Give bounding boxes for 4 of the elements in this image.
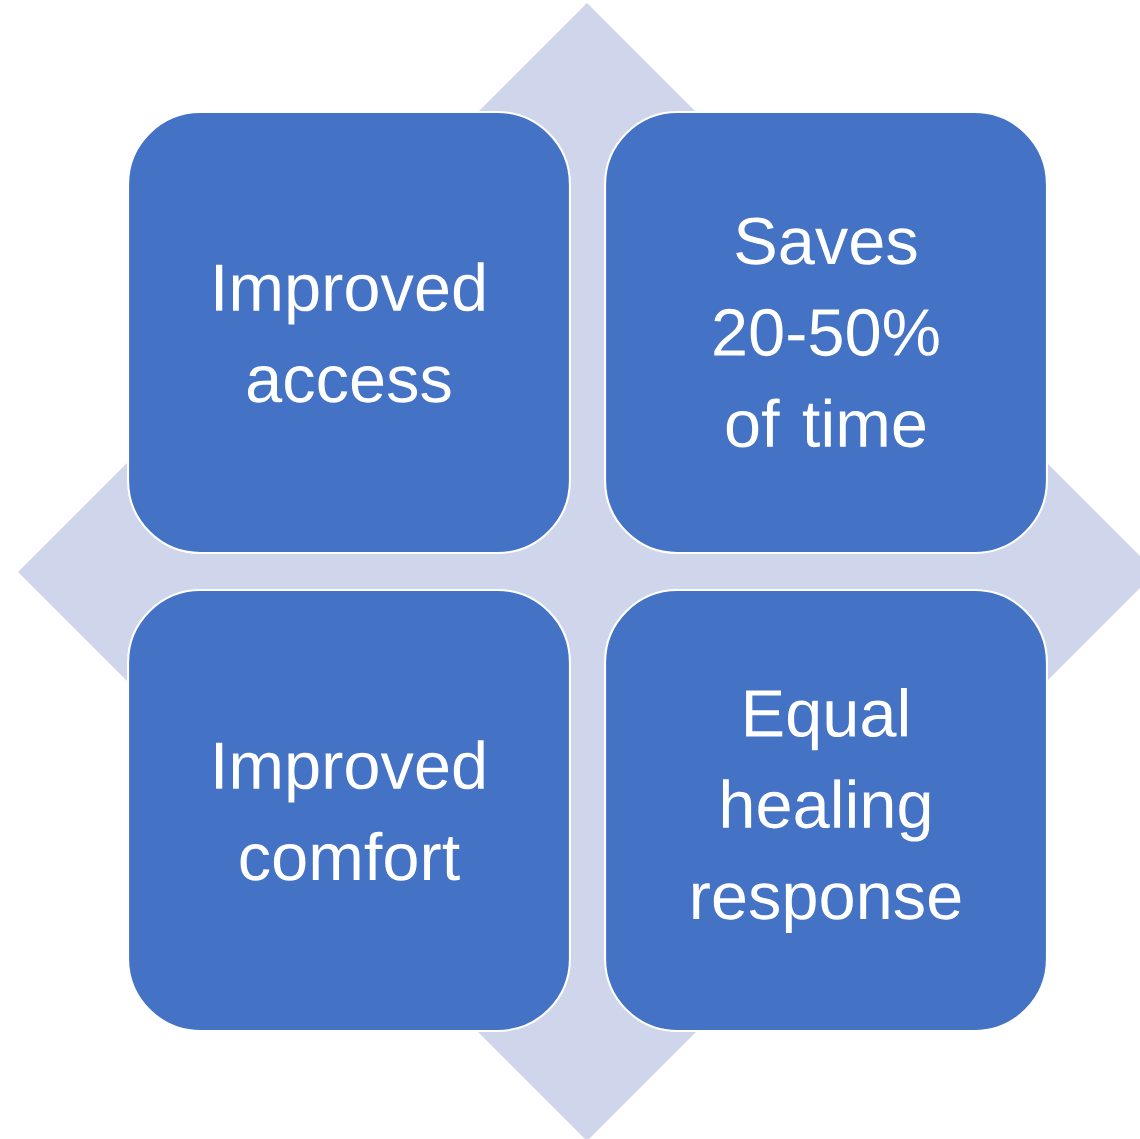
rounded-box: Improved access: [127, 111, 571, 554]
rounded-box: Equal healing response: [604, 589, 1048, 1032]
rounded-box: Saves 20-50% of time: [604, 111, 1048, 554]
rounded-box: Improved comfort: [127, 589, 571, 1032]
